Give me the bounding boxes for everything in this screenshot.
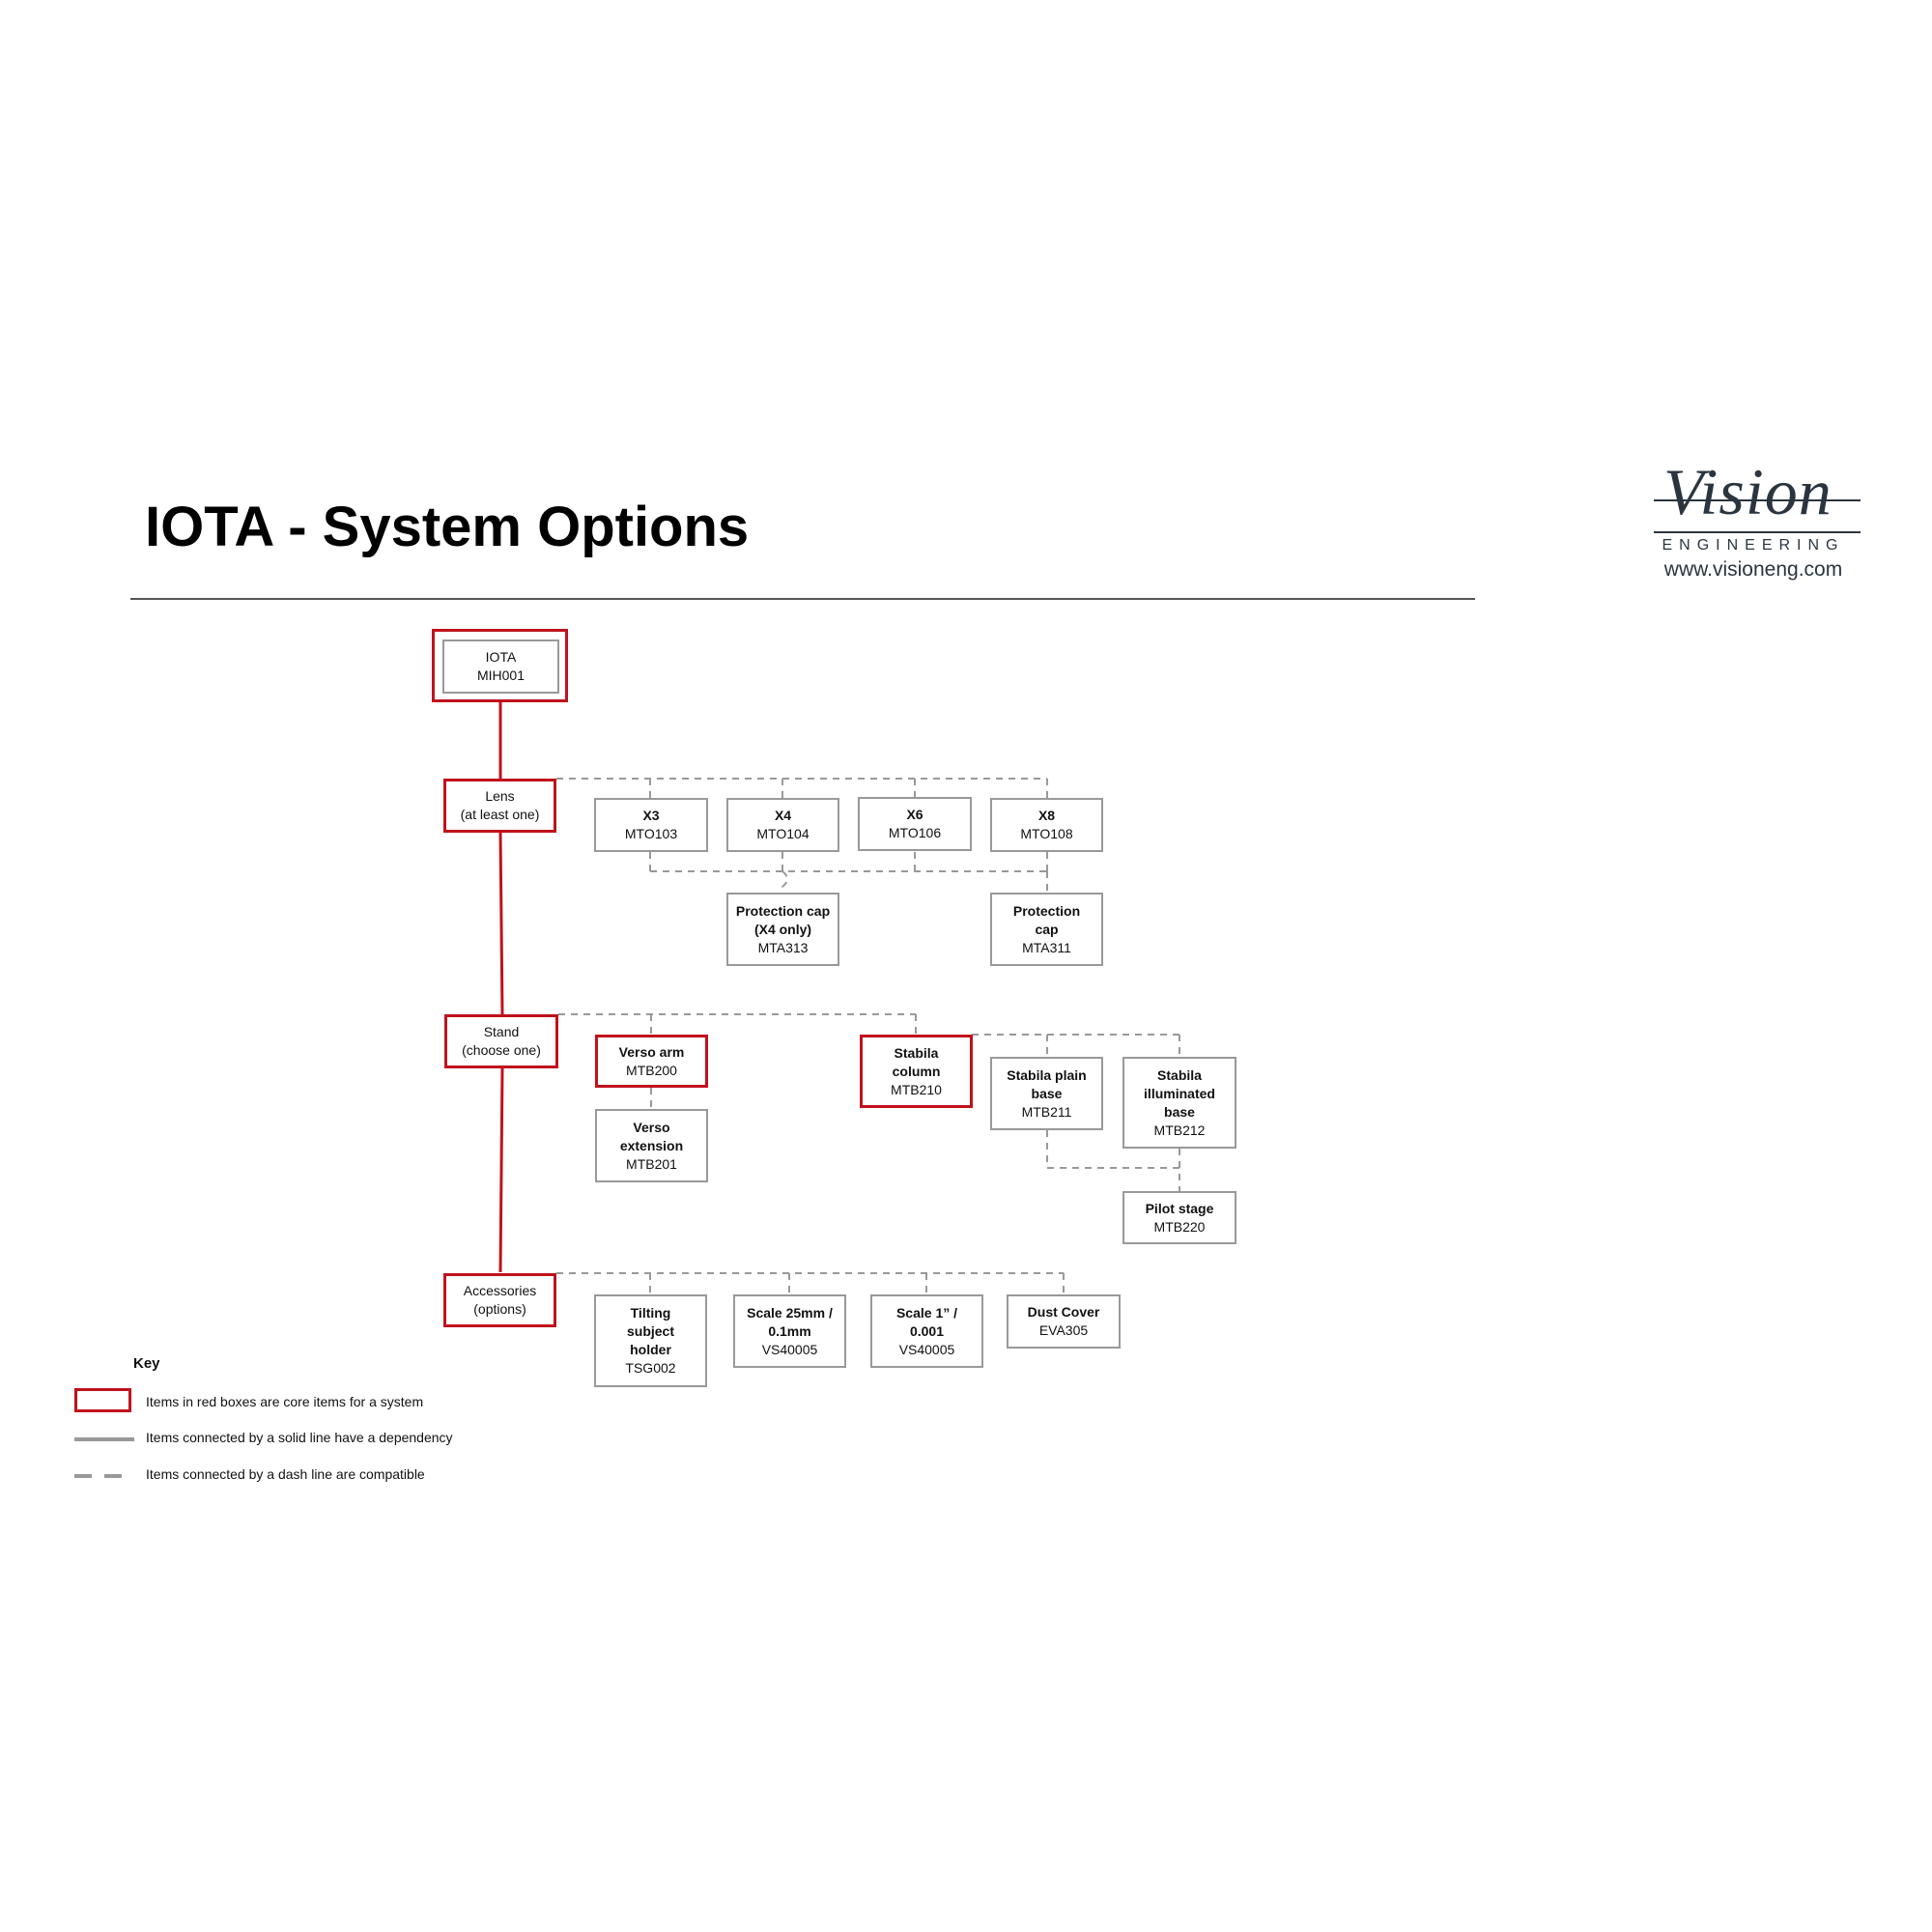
node-code: MTO103 <box>624 826 678 841</box>
node-code: MTO106 <box>888 825 942 840</box>
key-red-text: Items in red boxes are core items for a … <box>146 1394 424 1409</box>
node-x6[interactable]: X6 MTO106 <box>858 797 972 851</box>
node-name: Protection cap <box>1012 902 1081 937</box>
node-code: MTB200 <box>626 1062 677 1078</box>
node-code: TSG002 <box>625 1360 676 1376</box>
node-name: Tilting subject holder <box>626 1305 674 1357</box>
dash-line-cap-x4 <box>781 870 788 893</box>
node-dust-cover[interactable]: Dust Cover EVA305 <box>1007 1294 1121 1349</box>
node-accessories[interactable]: Accessories (options) <box>443 1273 556 1327</box>
node-x3[interactable]: X3 MTO103 <box>594 798 708 852</box>
node-verso-arm[interactable]: Verso arm MTB200 <box>595 1035 708 1088</box>
node-name: Verso extension <box>619 1119 684 1153</box>
solid-line-lens-stand <box>498 832 504 1015</box>
key-dash-line-swatch <box>74 1474 92 1478</box>
key-red-box-swatch <box>74 1388 131 1412</box>
logo-url: www.visioneng.com <box>1663 558 1843 581</box>
node-name: IOTA <box>485 649 517 665</box>
node-lens[interactable]: Lens (at least one) <box>443 779 556 833</box>
node-x8[interactable]: X8 MTO108 <box>990 798 1103 852</box>
node-scale-25mm[interactable]: Scale 25mm / 0.1mm VS40005 <box>733 1294 846 1368</box>
node-name: X4 <box>774 808 792 823</box>
key-solid-text: Items connected by a solid line have a d… <box>146 1430 453 1445</box>
node-name: Stabila illuminated base <box>1144 1066 1215 1120</box>
node-note: (choose one) <box>462 1042 541 1058</box>
dash-line-stabila-bases <box>972 1034 1180 1057</box>
node-name: X6 <box>906 807 923 822</box>
node-code: VS40005 <box>761 1341 818 1357</box>
node-name: Protection cap (X4 only) <box>735 902 831 937</box>
vision-engineering-logo: Vision ENGINEERING www.visioneng.com <box>1642 454 1864 589</box>
dash-line-lens-lower-bus <box>649 852 1048 872</box>
key-dash-line-swatch <box>104 1474 122 1478</box>
page-title: IOTA - System Options <box>145 496 750 558</box>
node-name: Scale 25mm / 0.1mm <box>747 1304 833 1339</box>
dash-line-lens-drops <box>649 779 1048 798</box>
node-code: MTB212 <box>1153 1122 1206 1138</box>
iota-core-frame <box>432 629 568 702</box>
key-solid-line-swatch <box>74 1437 134 1441</box>
node-iota[interactable]: IOTA MIH001 <box>442 639 559 694</box>
node-note: (at least one) <box>460 807 540 822</box>
key-title: Key <box>133 1355 160 1372</box>
node-code: EVA305 <box>1038 1322 1089 1338</box>
node-name: Lens <box>485 788 515 804</box>
node-name: Stabila plain base <box>1007 1066 1087 1101</box>
node-name: Dust Cover <box>1027 1304 1100 1320</box>
node-stand[interactable]: Stand (choose one) <box>444 1014 558 1068</box>
node-name: X3 <box>642 808 660 823</box>
dash-line-pilot <box>1046 1130 1180 1191</box>
node-name: Stabila column <box>892 1044 941 1079</box>
node-cap-x4[interactable]: Protection cap (X4 only) MTA313 <box>726 893 839 966</box>
logo-underline <box>1654 531 1861 533</box>
node-verso-extension[interactable]: Verso extension MTB201 <box>595 1109 708 1182</box>
node-x4[interactable]: X4 MTO104 <box>726 798 839 852</box>
node-tilting-subject-holder[interactable]: Tilting subject holder TSG002 <box>594 1294 707 1387</box>
node-cap[interactable]: Protection cap MTA311 <box>990 893 1103 966</box>
logo-crosshair-line <box>1654 499 1861 501</box>
logo-subtitle: ENGINEERING <box>1662 537 1845 554</box>
node-pilot-stage[interactable]: Pilot stage MTB220 <box>1122 1191 1236 1244</box>
node-name: Verso arm <box>618 1043 685 1060</box>
node-code: MTO108 <box>1020 826 1073 841</box>
node-name: Pilot stage <box>1145 1200 1214 1216</box>
node-name: Accessories <box>463 1283 537 1298</box>
node-code: MTA313 <box>757 939 809 955</box>
node-stabila-column[interactable]: Stabila column MTB210 <box>860 1035 973 1108</box>
node-code: MTB220 <box>1153 1218 1206 1235</box>
node-code: MTB201 <box>626 1155 677 1172</box>
node-code: MIH001 <box>476 668 526 683</box>
node-code: MTA311 <box>1022 939 1071 955</box>
node-code: MTB210 <box>891 1081 942 1097</box>
node-code: MTB211 <box>1021 1103 1072 1120</box>
node-scale-1in[interactable]: Scale 1” / 0.001 VS40005 <box>870 1294 983 1368</box>
node-stabila-plain-base[interactable]: Stabila plain base MTB211 <box>990 1057 1103 1130</box>
node-code: VS40005 <box>898 1341 955 1357</box>
dash-line-stand-drops <box>650 1014 917 1035</box>
node-name: X8 <box>1037 808 1056 823</box>
dash-line-accessories-drops <box>649 1273 1065 1294</box>
solid-line-stand-accessories <box>498 1067 504 1273</box>
node-name: Scale 1” / 0.001 <box>895 1304 958 1339</box>
node-name: Stand <box>483 1024 520 1039</box>
node-note: (options) <box>473 1301 526 1317</box>
logo-wordmark: Vision <box>1663 455 1833 528</box>
key-dash-text: Items connected by a dash line are compa… <box>146 1466 425 1482</box>
node-code: MTO104 <box>756 826 810 841</box>
title-divider <box>130 598 1475 600</box>
node-stabila-illuminated-base[interactable]: Stabila illuminated base MTB212 <box>1122 1057 1236 1149</box>
